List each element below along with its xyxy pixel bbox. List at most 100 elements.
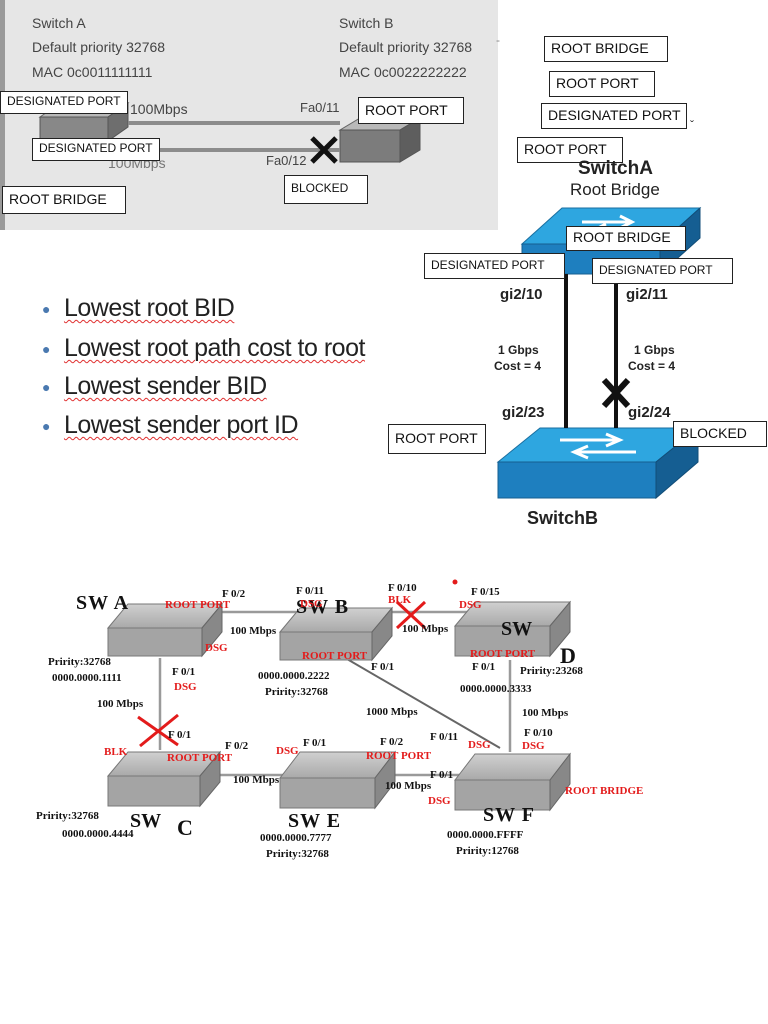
tl-label-designated-2: DESIGNATED PORT — [32, 138, 160, 161]
role-dsg-f-left: DSG — [428, 795, 451, 807]
role-blk-c: BLK — [104, 746, 128, 758]
rd-link-left-cost: Cost = 4 — [494, 359, 542, 373]
bullet-item-3: ●Lowest sender BID — [42, 372, 267, 400]
rs-root-port-2: ROOT PORT — [517, 137, 623, 163]
tl-switch-b-title: Switch B — [339, 15, 394, 31]
blocked-x-icon — [310, 136, 338, 164]
sw-c-name-1: SW — [130, 810, 162, 832]
tl-switch-a-priority: Default priority 32768 — [32, 39, 166, 55]
rd-link-left-speed: 1 Gbps — [498, 343, 539, 357]
rs-designated-port: DESIGNATED PORT — [541, 103, 687, 129]
role-root-port-e: ROOT PORT — [366, 750, 432, 762]
rd-label-blocked: BLOCKED — [673, 421, 767, 447]
tl-switch-b-mac: MAC 0c0022222222 — [339, 64, 467, 80]
tl-label-blocked: BLOCKED — [284, 175, 368, 204]
role-root-port-d: ROOT PORT — [470, 648, 536, 660]
speed-a-c: 100 Mbps — [97, 698, 144, 710]
port-f010-b: F 0/10 — [388, 582, 417, 594]
port-f01-f: F 0/1 — [430, 769, 454, 781]
tl-port-fa012: Fa0/12 — [266, 153, 307, 168]
bullet-dot-icon: ● — [42, 379, 50, 396]
sw-b-name: SW B — [296, 596, 350, 618]
role-dsg-b-left: DSG — [300, 598, 323, 610]
b-mac: 0000.0000.2222 — [258, 670, 330, 682]
sw-a-name: SW A — [76, 592, 130, 614]
blocked-x-icon-bd — [395, 600, 427, 630]
sw-e-name: SW E — [288, 810, 342, 832]
port-f01-c: F 0/1 — [168, 729, 192, 741]
sw-a-icon — [106, 602, 224, 658]
b-priority: Pririty:32768 — [265, 686, 328, 698]
tl-label-root-port: ROOT PORT — [358, 97, 464, 124]
tl-label-designated-1: DESIGNATED PORT — [0, 91, 128, 114]
port-f011-f: F 0/11 — [430, 731, 459, 743]
rd-blocked-x-icon — [601, 377, 631, 409]
sw-b-icon — [278, 606, 394, 662]
port-f010-f: F 0/10 — [524, 727, 553, 739]
speed-c-e: 100 Mbps — [233, 774, 280, 786]
port-f01-d: F 0/1 — [472, 661, 496, 673]
bullet-item-4: ●Lowest sender port ID — [42, 411, 299, 439]
sw-c-name-2: C — [177, 815, 193, 840]
sw-c-icon — [106, 750, 222, 808]
role-blk-b: BLK — [388, 594, 412, 606]
tl-switch-a-mac: MAC 0c0011111111 — [32, 64, 153, 80]
bullet-dot-icon: ● — [42, 341, 50, 358]
stray-mark: ˇ — [690, 118, 694, 132]
tl-switch-a-title: Switch A — [32, 15, 86, 31]
c-priority: Pririty:32768 — [36, 810, 99, 822]
a-priority: Pririty:32768 — [48, 656, 111, 668]
speed-e-f: 100 Mbps — [385, 780, 432, 792]
tl-link1-speed: 100Mbps — [130, 101, 188, 117]
tl-port-fa011: Fa0/11 — [300, 100, 340, 115]
e-mac: 0000.0000.7777 — [260, 832, 332, 844]
rd-switch-b-title: SwitchB — [527, 508, 599, 528]
port-f011-b: F 0/11 — [296, 585, 325, 597]
sw-f-name: SW F — [483, 804, 535, 826]
rd-label-designated-right: DESIGNATED PORT — [592, 258, 733, 284]
rd-switch-a-sub: Root Bridge — [570, 180, 660, 199]
rd-label-designated-left: DESIGNATED PORT — [424, 253, 565, 279]
bullet-dot-icon: ● — [42, 418, 50, 435]
stray-dash: - — [496, 33, 500, 47]
port-f01-a: F 0/1 — [172, 666, 196, 678]
role-dsg-e-left: DSG — [276, 745, 299, 757]
speed-d-f: 100 Mbps — [522, 707, 569, 719]
tl-label-root-bridge: ROOT BRIDGE — [2, 186, 126, 214]
rd-switch-a-title: SwitchA — [578, 158, 653, 179]
rd-port-gi224: gi2/24 — [628, 404, 671, 421]
a-mac: 0000.0000.1111 — [52, 672, 122, 684]
role-dsg-f-up: DSG — [522, 740, 545, 752]
rd-label-root-port: ROOT PORT — [388, 424, 486, 454]
role-root-bridge-f: ROOT BRIDGE — [565, 785, 644, 797]
d-mac: 0000.0000.3333 — [460, 683, 532, 695]
sw-d-icon — [453, 600, 572, 658]
role-dsg-f-diag: DSG — [468, 739, 491, 751]
sw-d-name-1: SW — [501, 618, 533, 640]
role-root-port-a: ROOT PORT — [165, 599, 231, 611]
rs-root-bridge: ROOT BRIDGE — [544, 36, 668, 62]
e-priority: Pririty:32768 — [266, 848, 329, 860]
role-dsg-d: DSG — [459, 599, 482, 611]
rd-port-gi210: gi2/10 — [500, 286, 543, 303]
port-f01-e: F 0/1 — [303, 737, 327, 749]
f-priority: Pririty:12768 — [456, 845, 519, 857]
port-f02-c: F 0/2 — [225, 740, 249, 752]
rd-port-gi223: gi2/23 — [502, 404, 545, 421]
speed-a-b: 100 Mbps — [230, 625, 277, 637]
rd-port-gi211: gi2/11 — [626, 286, 668, 303]
bullet-item-2: ●Lowest root path cost to root — [42, 334, 365, 362]
sw-e-icon — [278, 750, 397, 810]
rd-label-root-bridge: ROOT BRIDGE — [566, 226, 686, 251]
port-f01-b: F 0/1 — [371, 661, 395, 673]
red-dot — [452, 579, 458, 585]
d-priority: Pririty:23268 — [520, 665, 583, 677]
sw-f-icon — [453, 752, 572, 812]
port-f015-d: F 0/15 — [471, 586, 500, 598]
blocked-x-icon-ac — [137, 713, 179, 748]
c-mac: 0000.0000.4444 — [62, 828, 134, 840]
rs-root-port-1: ROOT PORT — [549, 71, 655, 97]
bullet-dot-icon: ● — [42, 301, 50, 318]
role-dsg-a-down: DSG — [174, 681, 197, 693]
